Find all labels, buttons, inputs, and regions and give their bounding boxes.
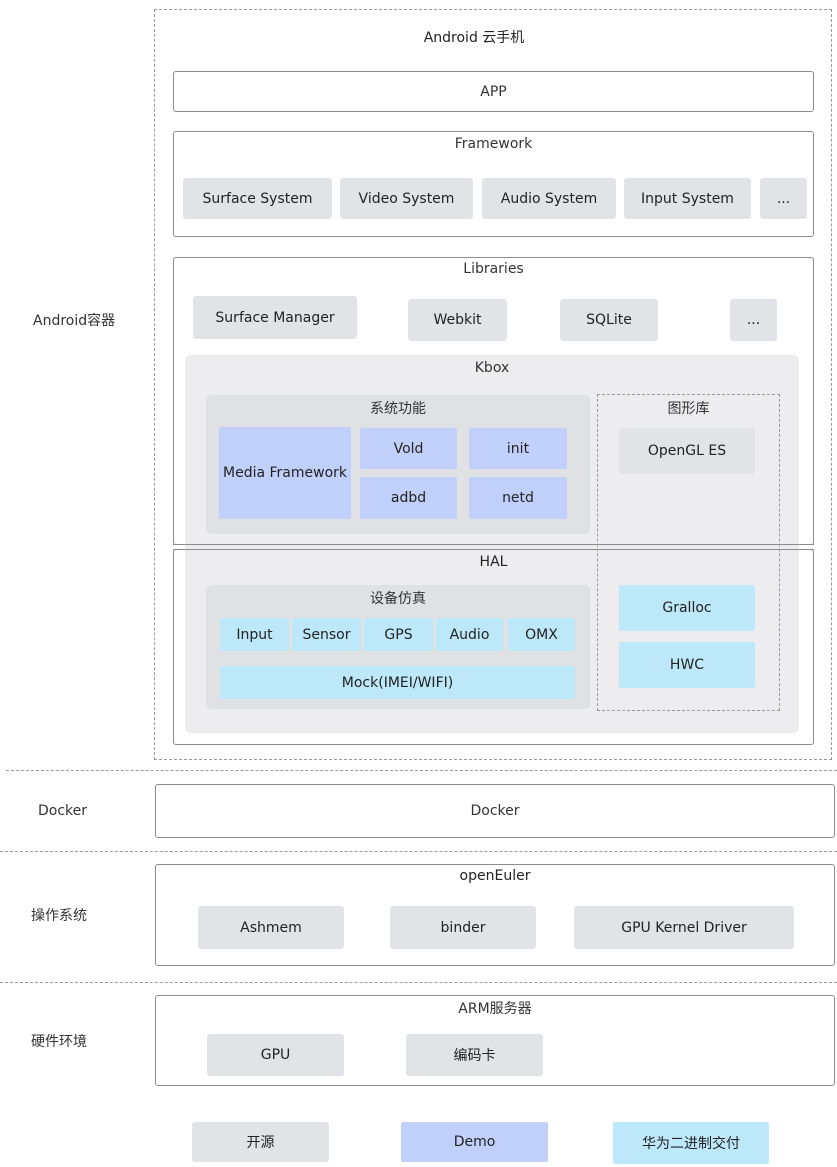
separator-os-hardware bbox=[0, 982, 837, 983]
arm-item-encoder-card: 编码卡 bbox=[406, 1034, 543, 1076]
graphics-library-region bbox=[597, 394, 780, 711]
library-item-webkit: Webkit bbox=[408, 299, 507, 341]
device-simulation-title: 设备仿真 bbox=[370, 591, 426, 607]
layer-label-os: 操作系统 bbox=[31, 908, 87, 924]
separator-android-docker bbox=[6, 770, 837, 771]
separator-docker-os bbox=[0, 851, 837, 852]
device-sim-item-mock: Mock(IMEI/WIFI) bbox=[220, 666, 575, 699]
app-layer-box: APP bbox=[173, 71, 814, 112]
system-item-netd: netd bbox=[469, 477, 567, 519]
layer-label-android: Android容器 bbox=[33, 313, 116, 329]
openeuler-item-binder: binder bbox=[390, 906, 536, 949]
arm-item-gpu: GPU bbox=[207, 1034, 344, 1076]
hal-title: HAL bbox=[479, 554, 508, 570]
graphics-library-title: 图形库 bbox=[667, 401, 710, 417]
graphics-item-opengl-es: OpenGL ES bbox=[619, 428, 755, 474]
system-item-media-framework: Media Framework bbox=[219, 427, 351, 519]
framework-item-surface-system: Surface System bbox=[183, 178, 332, 219]
device-sim-item-gps: GPS bbox=[364, 618, 433, 651]
device-sim-item-sensor: Sensor bbox=[292, 618, 361, 651]
libraries-title: Libraries bbox=[463, 261, 524, 277]
kbox-title: Kbox bbox=[474, 360, 510, 376]
system-item-vold: Vold bbox=[360, 428, 457, 469]
device-sim-item-audio: Audio bbox=[436, 618, 503, 651]
android-cloud-phone-title: Android 云手机 bbox=[423, 30, 525, 46]
graphics-item-hwc: HWC bbox=[619, 642, 755, 688]
device-sim-item-input: Input bbox=[220, 618, 289, 651]
legend-demo: Demo bbox=[401, 1122, 548, 1162]
android-cloud-phone-frame bbox=[154, 9, 832, 760]
framework-item-input-system: Input System bbox=[624, 178, 751, 219]
framework-title: Framework bbox=[454, 136, 533, 152]
library-item-sqlite: SQLite bbox=[560, 299, 658, 341]
docker-layer-box: Docker bbox=[155, 784, 835, 838]
library-item-surface-manager: Surface Manager bbox=[193, 296, 357, 339]
openeuler-item-ashmem: Ashmem bbox=[198, 906, 344, 949]
framework-item-video-system: Video System bbox=[340, 178, 473, 219]
legend-open-source: 开源 bbox=[192, 1122, 329, 1162]
library-item-more: ... bbox=[730, 299, 777, 341]
system-item-init: init bbox=[469, 428, 567, 469]
legend-huawei-binary: 华为二进制交付 bbox=[613, 1122, 769, 1164]
kbox-libraries-bottom-border bbox=[173, 544, 814, 545]
graphics-item-gralloc: Gralloc bbox=[619, 585, 755, 631]
system-functions-title: 系统功能 bbox=[370, 401, 426, 417]
openeuler-item-gpu-kernel-driver: GPU Kernel Driver bbox=[574, 906, 794, 949]
framework-item-audio-system: Audio System bbox=[482, 178, 616, 219]
framework-item-more: ... bbox=[760, 178, 807, 219]
arm-server-title: ARM服务器 bbox=[458, 1001, 532, 1017]
kbox-hal-top-border bbox=[173, 549, 814, 550]
device-sim-item-omx: OMX bbox=[508, 618, 575, 651]
openeuler-title: openEuler bbox=[459, 868, 531, 884]
layer-label-docker: Docker bbox=[38, 803, 88, 819]
layer-label-hardware: 硬件环境 bbox=[31, 1034, 87, 1050]
system-item-adbd: adbd bbox=[360, 477, 457, 519]
